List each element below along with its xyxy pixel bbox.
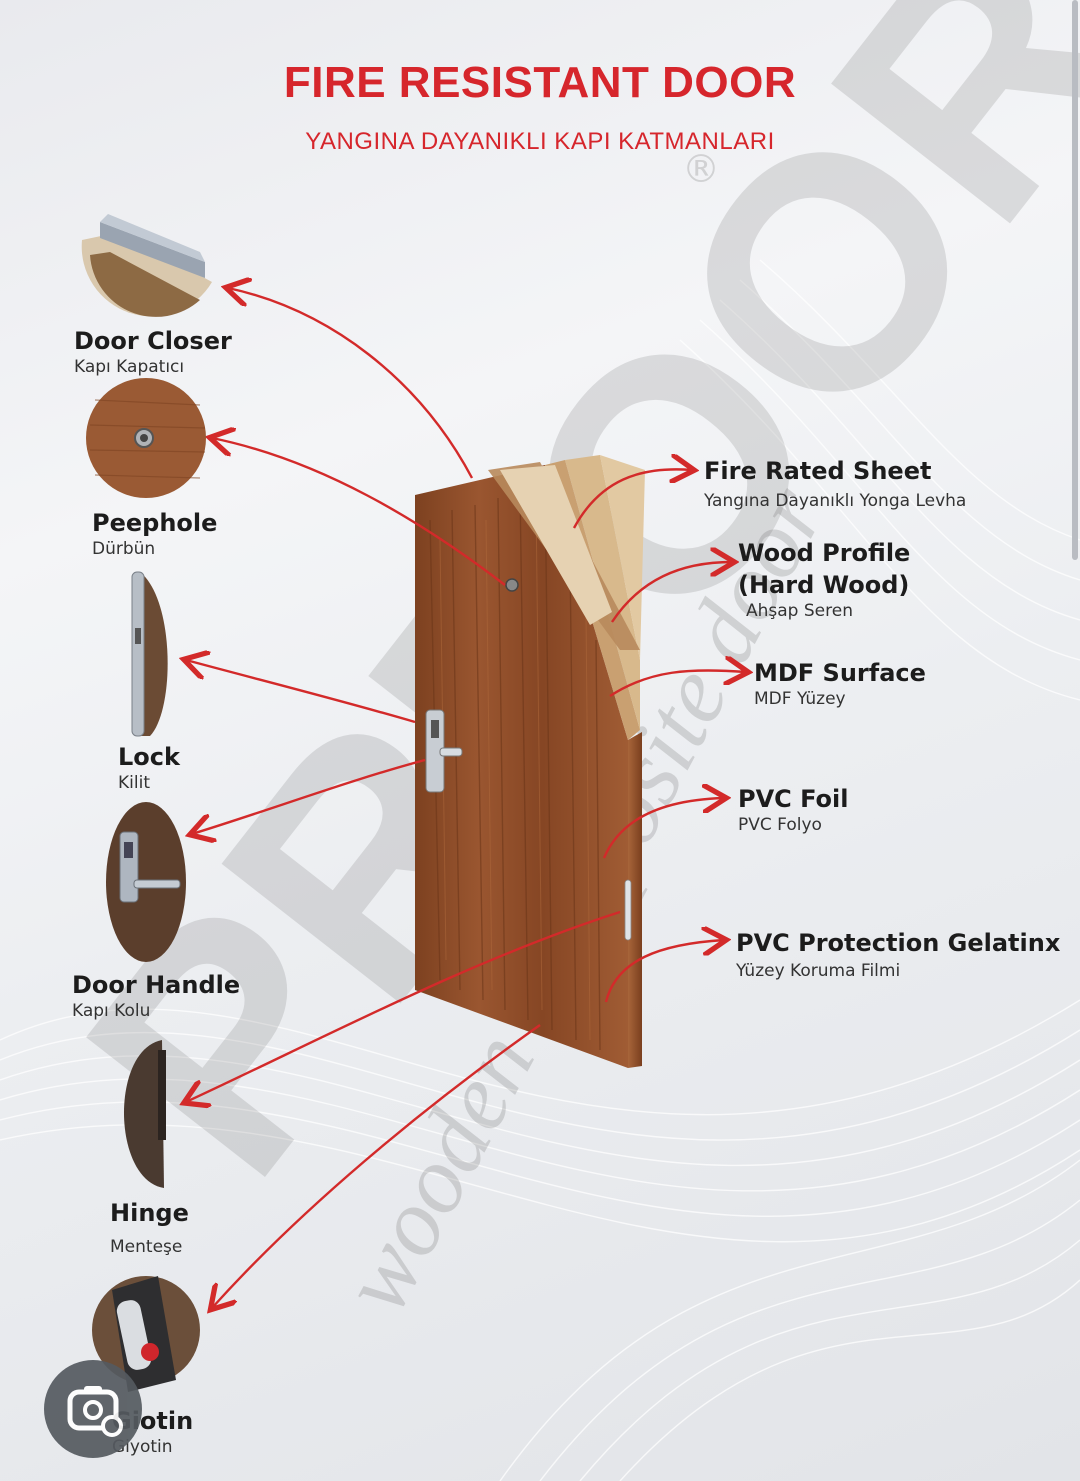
label-mdf-surface: MDF Surface MDF Yüzey [754, 659, 926, 709]
label-hinge: Hinge Menteşe [110, 1199, 189, 1257]
arrow-fire-rated-sheet [572, 469, 692, 529]
arrow-wood-profile [611, 562, 732, 623]
lock-image [131, 571, 168, 737]
door-handle-image [106, 802, 186, 962]
arrow-hinge [186, 910, 621, 1102]
label-door-closer: Door Closer Kapı Kapatıcı [74, 327, 232, 377]
arrow-peephole [212, 438, 506, 586]
page-subtitle: YANGINA DAYANIKLI KAPI KATMANLARI [305, 128, 775, 155]
arrow-door-closer [228, 288, 474, 479]
label-door-handle: Door Handle Kapı Kolu [72, 971, 241, 1021]
arrow-pvc-foil [602, 798, 724, 859]
scrollbar[interactable] [1072, 0, 1078, 560]
arrow-giotin [212, 1024, 541, 1308]
peephole-image [86, 378, 206, 498]
door-closer-image [81, 214, 212, 317]
arrow-pvc-protection [604, 940, 724, 1003]
hinge-image [123, 1040, 166, 1188]
label-pvc-protection: PVC Protection Gelatinx Yüzey Koruma Fil… [736, 929, 1061, 981]
label-pvc-foil: PVC Foil PVC Folyo [738, 785, 849, 835]
label-lock: Lock Kilit [118, 743, 180, 793]
label-wood-profile: Wood Profile (Hard Wood) Ahşap Seren [738, 539, 911, 621]
label-fire-rated-sheet: Fire Rated Sheet Yangına Dayanıklı Yonga… [704, 457, 967, 511]
visual-search-icon [67, 1386, 123, 1437]
label-peephole: Peephole Dürbün [92, 509, 218, 559]
page-title: FIRE RESISTANT DOOR [283, 58, 797, 107]
giotin-image [92, 1276, 200, 1392]
arrow-door-handle [192, 758, 426, 834]
arrow-lock [186, 660, 416, 724]
arrow-mdf-surface [609, 670, 746, 698]
visual-search-button[interactable] [44, 1360, 142, 1458]
